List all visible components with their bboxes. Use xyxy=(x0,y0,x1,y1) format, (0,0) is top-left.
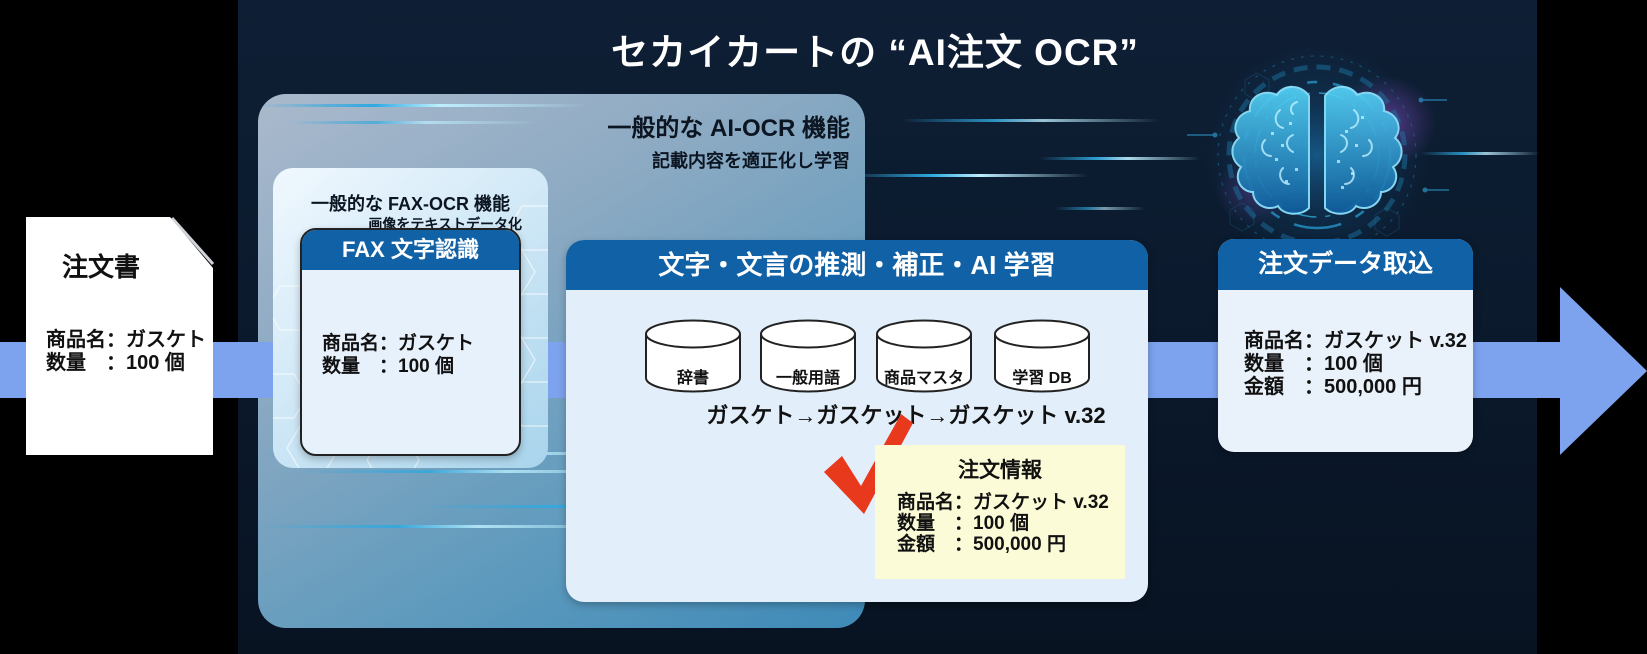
light-streak xyxy=(1055,207,1145,210)
order-info-card: 注文情報 商品名：ガスケット v.32 数量 ：100 個 金額 ：500,00… xyxy=(875,445,1125,579)
database-label: 辞書 xyxy=(676,370,709,387)
database-label: 学習 DB xyxy=(1012,370,1072,387)
light-streak xyxy=(1040,157,1200,160)
card-line: 商品名：ガスケット v.32 xyxy=(1244,330,1467,352)
database-label: 商品マスタ xyxy=(883,370,964,387)
document-line: 数量 ：100 個 xyxy=(46,352,185,374)
order-document: 注文書 商品名：ガスケト 数量 ：100 個 xyxy=(26,217,213,455)
database-label: 一般用語 xyxy=(775,370,840,387)
database-general-terms: 一般用語 xyxy=(758,318,858,400)
card-line: 金額 ：500,000 円 xyxy=(897,534,1066,555)
inference-card-header: 文字・文言の推測・補正・AI 学習 xyxy=(566,240,1148,290)
database-dictionary: 辞書 xyxy=(643,318,743,400)
check-icon xyxy=(824,414,913,514)
light-streak xyxy=(288,121,538,124)
card-line: 商品名：ガスケト xyxy=(322,333,475,354)
fax-recognition-card-body: 商品名：ガスケト 数量 ：100 個 xyxy=(302,270,519,378)
inference-card: 文字・文言の推測・補正・AI 学習 辞書 一般用語 商品マスタ xyxy=(566,240,1148,602)
order-info-body: 商品名：ガスケット v.32 数量 ：100 個 金額 ：500,000 円 xyxy=(897,492,1125,555)
light-streak xyxy=(848,174,1088,177)
order-document-title: 注文書 xyxy=(62,252,141,282)
card-line: 数量 ：100 個 xyxy=(322,356,454,377)
light-streak xyxy=(1420,152,1540,155)
database-cylinder-icon xyxy=(994,319,1090,393)
import-card: 注文データ取込 商品名：ガスケット v.32 数量 ：100 個 金額 ：500… xyxy=(1218,239,1473,452)
import-card-header: 注文データ取込 xyxy=(1218,239,1473,290)
card-line: 数量 ：100 個 xyxy=(1244,353,1383,375)
ai-ocr-panel-subtitle: 記載内容を適正化し学習 xyxy=(652,151,850,171)
fax-ocr-panel-title: 一般的な FAX-OCR 機能 xyxy=(310,194,510,214)
ai-brain-icon xyxy=(1187,43,1449,267)
card-line: 金額 ：500,000 円 xyxy=(1244,376,1422,398)
light-streak xyxy=(258,104,588,107)
database-learning-db: 学習 DB xyxy=(992,318,1092,400)
database-cylinder-icon xyxy=(760,319,856,393)
card-line: 商品名：ガスケット v.32 xyxy=(897,492,1109,513)
ai-ocr-panel-title: 一般的な AI-OCR 機能 xyxy=(607,115,850,142)
import-card-body: 商品名：ガスケット v.32 数量 ：100 個 金額 ：500,000 円 xyxy=(1218,290,1473,399)
order-info-title: 注文情報 xyxy=(958,459,1042,482)
fax-recognition-card-header: FAX 文字認識 xyxy=(302,230,519,270)
folded-corner-icon xyxy=(170,217,215,265)
page-title: セカイカートの “AI注文 OCR” xyxy=(611,32,1139,73)
database-cylinder-icon xyxy=(876,319,972,393)
database-product-master: 商品マスタ xyxy=(874,318,974,400)
document-line: 商品名：ガスケト xyxy=(46,329,206,351)
light-streak xyxy=(293,470,683,473)
card-line: 数量 ：100 個 xyxy=(897,513,1029,534)
fax-recognition-card: FAX 文字認識 商品名：ガスケト 数量 ：100 個 xyxy=(300,228,521,456)
light-streak xyxy=(258,525,658,528)
ai-ocr-panel-label: 一般的な AI-OCR 機能 記載内容を適正化し学習 xyxy=(520,108,850,173)
light-streak xyxy=(900,119,1160,122)
flow-arrowhead-icon xyxy=(1560,287,1647,455)
database-cylinder-icon xyxy=(645,319,741,393)
order-document-body: 商品名：ガスケト 数量 ：100 個 xyxy=(46,329,206,375)
